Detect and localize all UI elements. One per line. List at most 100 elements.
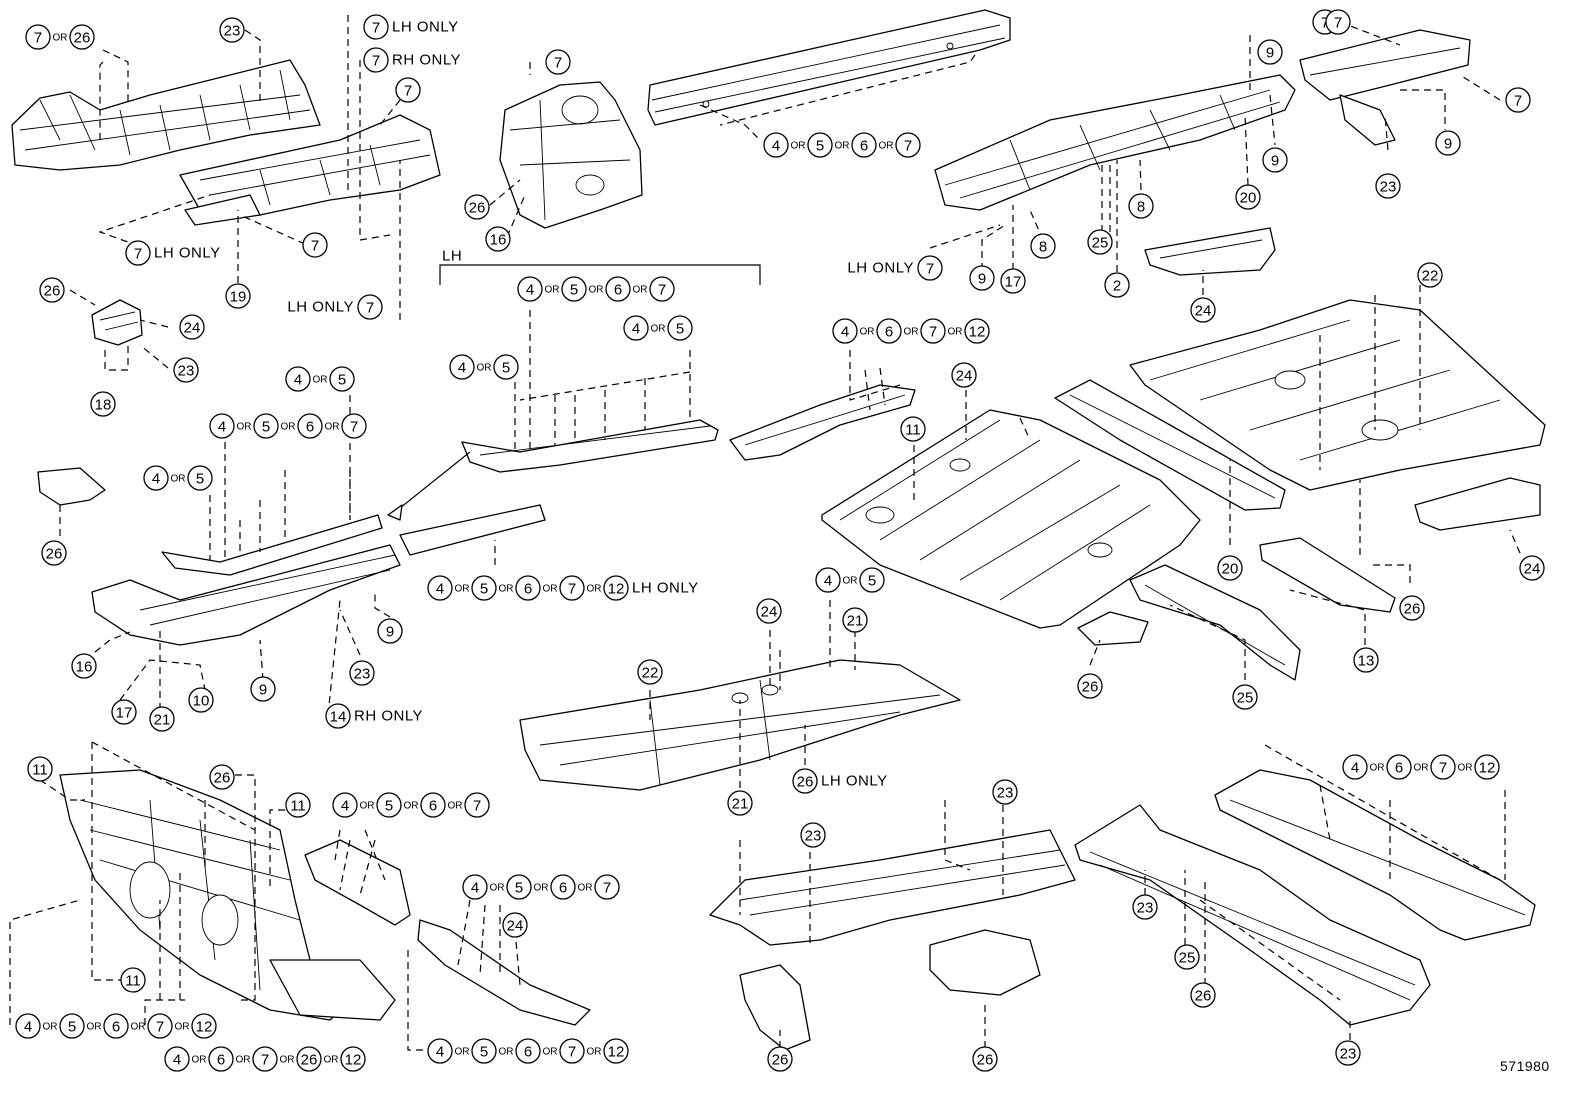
callout-suffix-label: RH ONLY: [354, 708, 423, 725]
cowl-brace-illustration: [304, 839, 411, 926]
part-number: 6: [614, 282, 622, 299]
part-number-circle: [561, 276, 587, 302]
part-number-circle: [464, 792, 490, 818]
or-separator: OR: [448, 801, 463, 812]
or-separator: OR: [43, 1022, 58, 1033]
part-number: 6: [217, 1052, 225, 1069]
callout-g47: 16: [71, 653, 97, 679]
callout-g56: 26: [1399, 595, 1425, 621]
part-number-circle: [876, 318, 902, 344]
or-separator: OR: [904, 327, 919, 338]
part-number: 4: [458, 360, 466, 377]
part-number: 7: [34, 30, 42, 47]
part-number-circle: [545, 49, 571, 75]
callout-g40: 11: [900, 416, 926, 442]
or-separator: OR: [236, 1055, 251, 1066]
callout-g38: 22: [1417, 262, 1443, 288]
callout-g68: 11: [285, 792, 311, 818]
part-number-circle: [111, 699, 137, 725]
callout-g15: 20: [1235, 184, 1261, 210]
or-separator: OR: [360, 801, 375, 812]
part-number: 23: [224, 23, 241, 40]
part-number: 6: [306, 419, 314, 436]
part-number-circle: [559, 1038, 585, 1064]
callout-g51: 21: [149, 706, 175, 732]
part-number: 7: [473, 798, 481, 815]
callout-g11: 7: [1325, 9, 1351, 35]
part-number: 12: [345, 1052, 362, 1069]
part-number-circle: [550, 874, 576, 900]
part-number: 23: [1137, 900, 1154, 917]
part-number-circle: [1132, 894, 1158, 920]
part-number: 4: [632, 321, 640, 338]
part-number: 7: [926, 261, 934, 278]
or-separator: OR: [1414, 763, 1429, 774]
or-separator: OR: [499, 1047, 514, 1058]
or-separator: OR: [455, 584, 470, 595]
part-number: 4: [294, 372, 302, 389]
or-separator: OR: [490, 883, 505, 894]
part-number-circle: [767, 1046, 793, 1072]
rear-floor-member-illustration: [709, 829, 1076, 1051]
part-number-circle: [964, 318, 990, 344]
part-number-circle: [363, 47, 389, 73]
front-side-member-illustration: [934, 29, 1471, 211]
section-label-lh: LH: [442, 248, 462, 265]
or-separator: OR: [477, 363, 492, 374]
part-number-circle: [1262, 147, 1288, 173]
callout-g84: 23: [1335, 1040, 1361, 1066]
bracket-24-illustration: [1144, 227, 1276, 276]
callout-g33: 18: [90, 391, 116, 417]
part-number-circle: [296, 1046, 322, 1072]
part-number-circle: [188, 687, 214, 713]
callout-g46: 9: [377, 618, 403, 644]
part-number-circle: [485, 226, 511, 252]
part-number: 9: [259, 682, 267, 699]
part-number-circle: [325, 703, 351, 729]
or-separator: OR: [192, 1055, 207, 1066]
part-number-circle: [179, 314, 205, 340]
part-number: 22: [1422, 268, 1439, 285]
part-number-circle: [517, 276, 543, 302]
part-number-circle: [125, 240, 151, 266]
callout-g63: 22: [637, 659, 663, 685]
or-separator: OR: [1370, 763, 1385, 774]
part-number: 23: [1340, 1046, 1357, 1063]
callout-g57: 13: [1353, 647, 1379, 673]
callout-g49: 23: [349, 660, 375, 686]
part-number: 26: [44, 283, 61, 300]
part-number: 21: [847, 613, 864, 630]
part-number-circle: [464, 194, 490, 220]
part-number-circle: [1104, 272, 1130, 298]
part-number: 24: [956, 368, 973, 385]
part-number-circle: [992, 779, 1018, 805]
callout-suffix-label: LH ONLY: [154, 245, 221, 262]
or-separator: OR: [325, 422, 340, 433]
part-number: 16: [76, 659, 93, 676]
callout-g32: 23: [173, 357, 199, 383]
callout-g18: 25: [1087, 229, 1113, 255]
part-number: 11: [125, 973, 141, 990]
part-number: 26: [1082, 679, 1099, 696]
part-number: 4: [1351, 760, 1359, 777]
callout-g61: 24: [756, 598, 782, 624]
part-number: 24: [184, 320, 201, 337]
part-number: 4: [471, 880, 479, 897]
part-number: 6: [860, 138, 868, 155]
cowl-side-bracket-illustration: [417, 919, 591, 1026]
callout-g28: 19: [225, 283, 251, 309]
part-number: 26: [74, 30, 91, 47]
floor-extension-panel-illustration: [729, 384, 916, 461]
part-number-circle: [27, 756, 53, 782]
roof-rail-illustration: [647, 9, 1011, 126]
part-number: 7: [568, 581, 576, 598]
part-number-circle: [208, 1046, 234, 1072]
part-number-circle: [225, 283, 251, 309]
part-number: 6: [559, 880, 567, 897]
part-number-circle: [90, 391, 116, 417]
part-number: 4: [436, 1044, 444, 1061]
